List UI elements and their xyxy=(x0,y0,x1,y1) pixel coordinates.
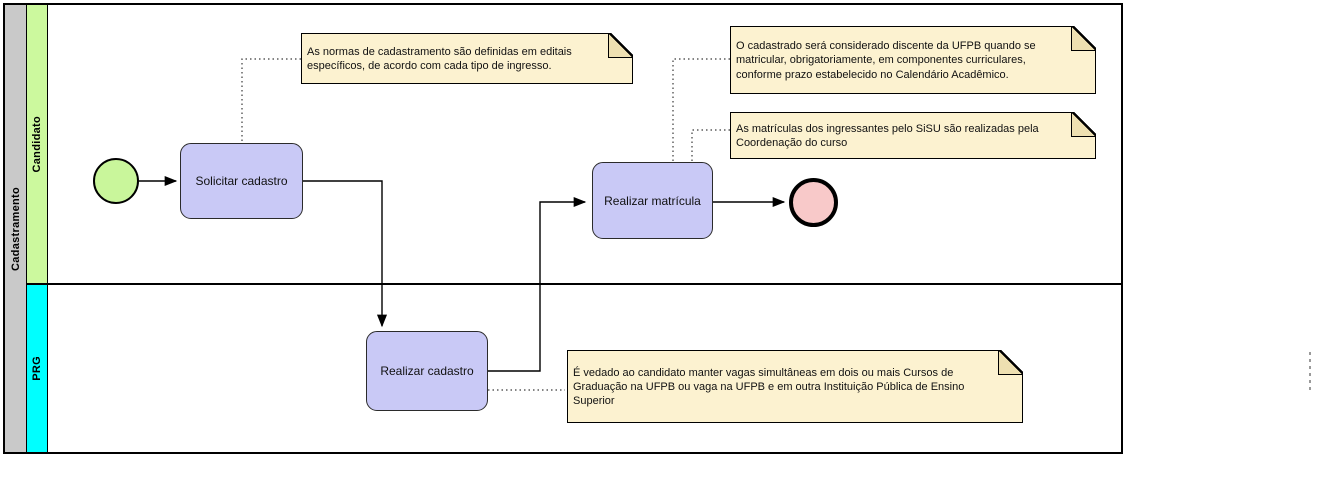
task-realizar-matricula-label: Realizar matrícula xyxy=(604,193,701,208)
lane-candidato[interactable]: Candidato xyxy=(27,5,48,284)
note-vedado-vagas-text: É vedado ao candidato manter vagas simul… xyxy=(573,366,965,408)
lane-prg[interactable]: PRG xyxy=(27,284,48,452)
pool-header[interactable]: Cadastramento xyxy=(5,5,27,452)
lane-candidato-label: Candidato xyxy=(31,116,43,173)
task-realizar-cadastro[interactable]: Realizar cadastro xyxy=(366,331,488,411)
task-solicitar-cadastro[interactable]: Solicitar cadastro xyxy=(180,143,303,219)
note-fold-icon xyxy=(608,33,633,58)
lane-divider xyxy=(27,283,1121,285)
lane-prg-label: PRG xyxy=(31,355,43,381)
task-realizar-cadastro-label: Realizar cadastro xyxy=(380,364,474,378)
note-fold-icon xyxy=(1071,26,1096,51)
note-normas-cadastramento-text: As normas de cadastramento são definidas… xyxy=(307,45,572,72)
note-fold-icon xyxy=(1071,112,1096,137)
start-event[interactable] xyxy=(93,158,139,204)
note-normas-cadastramento[interactable]: As normas de cadastramento são definidas… xyxy=(301,33,633,84)
note-cadastrado-discente[interactable]: O cadastrado será considerado discente d… xyxy=(730,26,1096,94)
note-matriculas-sisu-text: As matrículas dos ingressantes pelo SiSU… xyxy=(736,122,1039,149)
note-vedado-vagas[interactable]: É vedado ao candidato manter vagas simul… xyxy=(567,350,1023,423)
note-matriculas-sisu[interactable]: As matrículas dos ingressantes pelo SiSU… xyxy=(730,112,1096,159)
task-solicitar-cadastro-label: Solicitar cadastro xyxy=(195,174,288,188)
task-realizar-matricula[interactable]: Realizar matrícula xyxy=(592,162,713,239)
pool-label: Cadastramento xyxy=(9,186,22,271)
note-cadastrado-discente-text: O cadastrado será considerado discente d… xyxy=(736,40,1036,81)
note-fold-icon xyxy=(998,350,1023,375)
end-event[interactable] xyxy=(789,178,838,227)
